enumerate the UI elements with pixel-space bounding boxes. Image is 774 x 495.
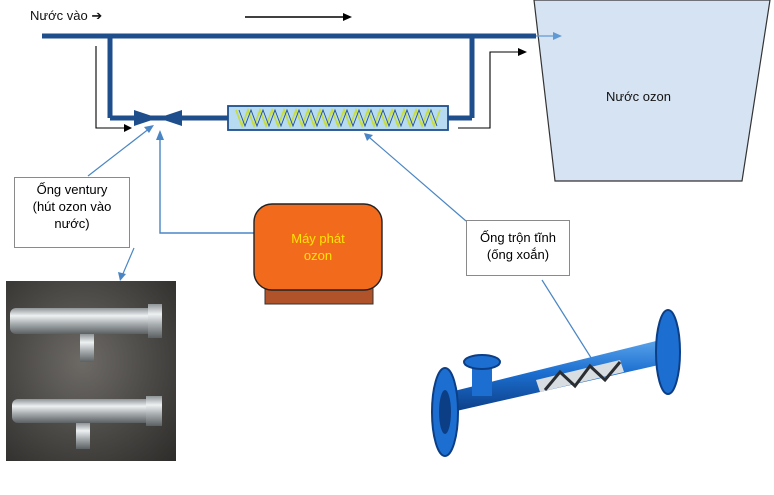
- ozone-generator: [253, 203, 383, 305]
- venturi-callout: Ống ventury (hút ozon vào nước): [14, 177, 130, 248]
- mixer-callout: Ống trộn tĩnh (ống xoắn): [466, 220, 570, 276]
- venturi-callout-line: [87, 125, 154, 177]
- ozone-water-tank: [533, 0, 771, 182]
- flow-arrow-left: [95, 46, 132, 132]
- tank-inflow-arrow: [536, 32, 562, 40]
- ozone-generator-line-1: Máy phát: [291, 231, 345, 246]
- venturi-callout-line-1: Ống ventury: [36, 182, 108, 197]
- right-arrow-icon: ➔: [91, 8, 103, 23]
- ozone-generator-label: Máy phát ozon: [254, 230, 382, 264]
- mixer-callout-line-1: Ống trộn tĩnh: [480, 230, 556, 245]
- venturi-callout-line-2: (hút ozon vào: [32, 199, 112, 214]
- ozone-feed-line: [156, 130, 258, 234]
- top-flow-arrow: [245, 13, 352, 21]
- water-inlet-text: Nước vào: [30, 8, 88, 23]
- mixer-callout-line-2: (ống xoắn): [486, 247, 550, 262]
- ozone-generator-line-2: ozon: [303, 248, 333, 263]
- venturi-injector-photo: [6, 281, 176, 461]
- tank-label: Nước ozon: [606, 89, 671, 104]
- venturi-valve-symbol: [134, 110, 182, 126]
- water-inlet-label: Nước vào ➔: [30, 8, 102, 24]
- mixer-callout-line: [364, 133, 467, 222]
- photo-callout-line: [118, 247, 135, 281]
- static-mixer-pipe: [227, 105, 449, 131]
- flow-arrow-right-out: [458, 48, 527, 129]
- venturi-callout-line-3: nước): [54, 216, 90, 231]
- static-mixer-photo: [431, 309, 681, 457]
